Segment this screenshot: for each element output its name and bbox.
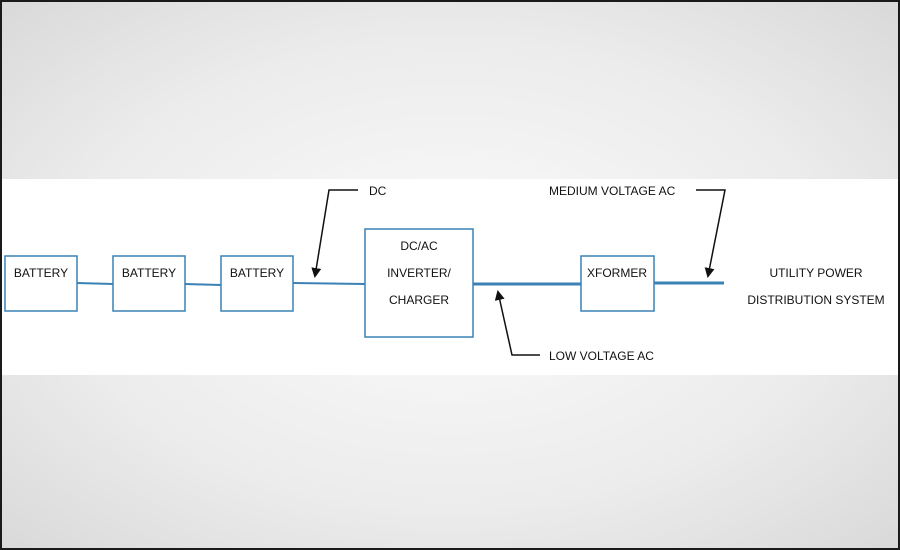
battery-block-1: BATTERY — [4, 255, 78, 312]
utility-label-line-1: UTILITY POWER — [769, 266, 862, 280]
xformer-label: XFORMER — [587, 266, 647, 280]
battery-label-1: BATTERY — [14, 266, 68, 280]
inverter-label-line-3: CHARGER — [389, 293, 449, 307]
dc-label: DC — [369, 184, 387, 198]
inverter-label-line-1: DC/AC — [400, 239, 438, 253]
battery-block-2: BATTERY — [112, 255, 186, 312]
battery-block-3: BATTERY — [220, 255, 294, 312]
low-voltage-callout: LOW VOLTAGE AC — [494, 290, 654, 363]
low-voltage-callout-arrow — [494, 290, 540, 356]
medium-voltage-label: MEDIUM VOLTAGE AC — [549, 184, 676, 198]
low-voltage-label: LOW VOLTAGE AC — [549, 349, 654, 363]
link-battery1-battery2 — [76, 282, 114, 285]
xformer-block: XFORMER — [580, 255, 655, 312]
utility-label-line-2: DISTRIBUTION SYSTEM — [747, 293, 884, 307]
medium-voltage-callout: MEDIUM VOLTAGE AC — [549, 184, 726, 278]
link-battery2-battery3 — [184, 283, 222, 286]
battery-label-3: BATTERY — [230, 266, 284, 280]
link-battery3-inverter — [292, 282, 366, 285]
inverter-block: DC/AC INVERTER/ CHARGER — [364, 228, 474, 338]
dc-callout: DC — [311, 184, 387, 278]
battery-label-2: BATTERY — [122, 266, 176, 280]
medium-voltage-callout-arrow — [696, 189, 726, 278]
inverter-label-line-2: INVERTER/ — [387, 266, 451, 280]
dc-callout-arrow — [311, 189, 358, 278]
